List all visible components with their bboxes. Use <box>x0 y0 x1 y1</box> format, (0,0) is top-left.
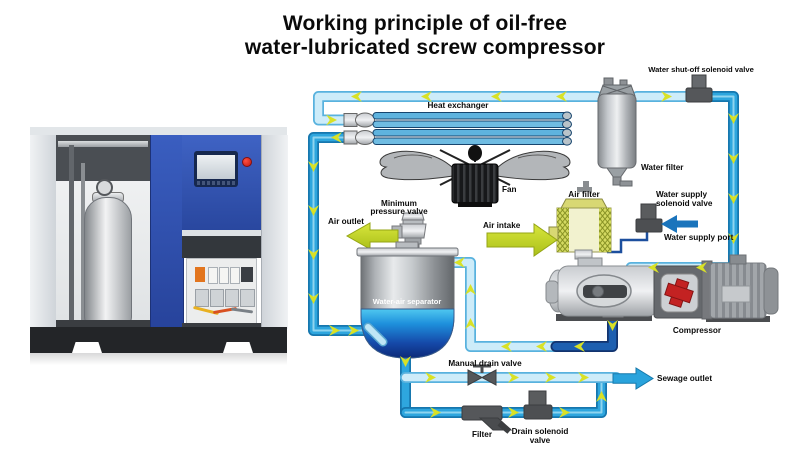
floor-reflection <box>30 353 287 365</box>
drain-solenoid-valve-label-1: Drain solenoid <box>512 427 569 436</box>
contactor <box>240 289 255 307</box>
bay-floor <box>182 323 261 329</box>
heat-exchanger <box>343 111 572 146</box>
page-title-line2: water-lubricated screw compressor <box>244 36 606 60</box>
drain-filter <box>461 405 513 434</box>
pressure-gauge <box>96 179 113 196</box>
drain-solenoid-valve <box>523 390 553 420</box>
breaker <box>230 267 240 284</box>
air-intake-label: Air intake <box>483 221 521 230</box>
cabinet-base <box>30 327 287 353</box>
motor-feet <box>706 316 770 322</box>
min-pressure-valve-label-1: Minimum <box>381 199 417 208</box>
breaker <box>208 267 218 284</box>
compressor <box>545 254 779 322</box>
page-title: Working principle of oil-free water-lubr… <box>50 12 800 61</box>
air-filter <box>548 181 612 260</box>
heat-exchanger-header <box>343 112 375 145</box>
manual-drain-valve-label: Manual drain valve <box>448 359 522 368</box>
vertical-pipe <box>69 145 74 325</box>
water-supply-port-arrow <box>661 215 698 233</box>
breaker-orange <box>195 267 205 282</box>
page-title-line1: Working principle of oil-free <box>282 12 568 35</box>
air-intake-arrow <box>486 223 558 257</box>
relay-block <box>241 267 253 282</box>
pipe-fitting <box>583 181 589 189</box>
forklift-slot <box>72 342 102 353</box>
motor-lug <box>729 254 747 265</box>
air-outlet-label: Air outlet <box>328 217 364 226</box>
display-screen <box>197 155 235 179</box>
water-supply-valve-label-2: solenoid valve <box>656 199 713 208</box>
sewage-outlet-arrow <box>612 367 654 390</box>
contactor <box>210 289 224 307</box>
cabinet-right-section <box>182 135 261 329</box>
drain-filter-label: Filter <box>472 430 493 439</box>
water-supply-valve-label-1: Water supply <box>656 190 708 199</box>
water-shutoff-valve-label: Water shut-off solenoid valve <box>648 65 754 74</box>
fan-blade-right <box>496 150 571 181</box>
red-indicator-button <box>242 157 252 167</box>
fan-motor-base <box>458 202 492 207</box>
water-filter <box>597 77 637 187</box>
motor-nameplate <box>721 285 751 303</box>
cabinet-right-column <box>261 135 288 329</box>
fan-hub <box>468 145 482 161</box>
display-buttons <box>197 181 235 185</box>
inlet-nozzle <box>365 324 386 345</box>
water-supply-port-label: Water supply port <box>664 233 734 242</box>
cabinet-left-bay <box>56 135 150 329</box>
separator-lid <box>356 247 459 257</box>
min-pressure-valve-label-2: pressure valve <box>370 207 428 216</box>
pipe-fitting <box>577 187 592 192</box>
motor-end-cap <box>763 267 779 315</box>
fan <box>379 145 571 207</box>
vertical-pipe <box>81 163 85 323</box>
machinery-shadow <box>182 236 261 258</box>
water-supply-solenoid-valve <box>635 203 663 233</box>
fan-blade-left <box>379 150 454 181</box>
drain-solenoid-valve-label-2: valve <box>530 436 551 445</box>
heat-exchanger-label: Heat exchanger <box>428 101 490 110</box>
contactor <box>225 289 239 307</box>
horizontal-pipe <box>58 141 148 147</box>
screw-window <box>583 285 627 298</box>
fan-label: Fan <box>502 185 517 194</box>
control-display <box>194 151 238 187</box>
panel-shelf <box>182 230 261 236</box>
electrical-panel <box>186 258 257 324</box>
water-air-separator <box>356 241 459 359</box>
pipe-network <box>314 97 734 413</box>
water-injection-line <box>607 232 649 254</box>
cabinet-left-column <box>30 135 57 329</box>
fan-motor <box>451 163 499 204</box>
heat-exchanger-tubes <box>372 111 572 146</box>
sewage-outlet-label: Sewage outlet <box>657 374 712 383</box>
water-filter-label: Water filter <box>641 163 684 172</box>
air-outlet-arrow <box>345 222 399 250</box>
contactor <box>195 289 209 307</box>
separator-label: Water-air separator <box>373 297 442 306</box>
forklift-slot <box>223 342 253 353</box>
compressor-photo <box>30 127 288 365</box>
water-shutoff-solenoid-valve <box>685 74 713 103</box>
red-coupling <box>664 278 694 308</box>
breaker <box>219 267 229 284</box>
air-filter-label: Air filter <box>568 190 600 199</box>
compressor-label: Compressor <box>673 326 722 335</box>
control-panel <box>182 135 261 230</box>
manual-drain-valve <box>467 364 497 386</box>
bay-floor <box>56 320 150 329</box>
